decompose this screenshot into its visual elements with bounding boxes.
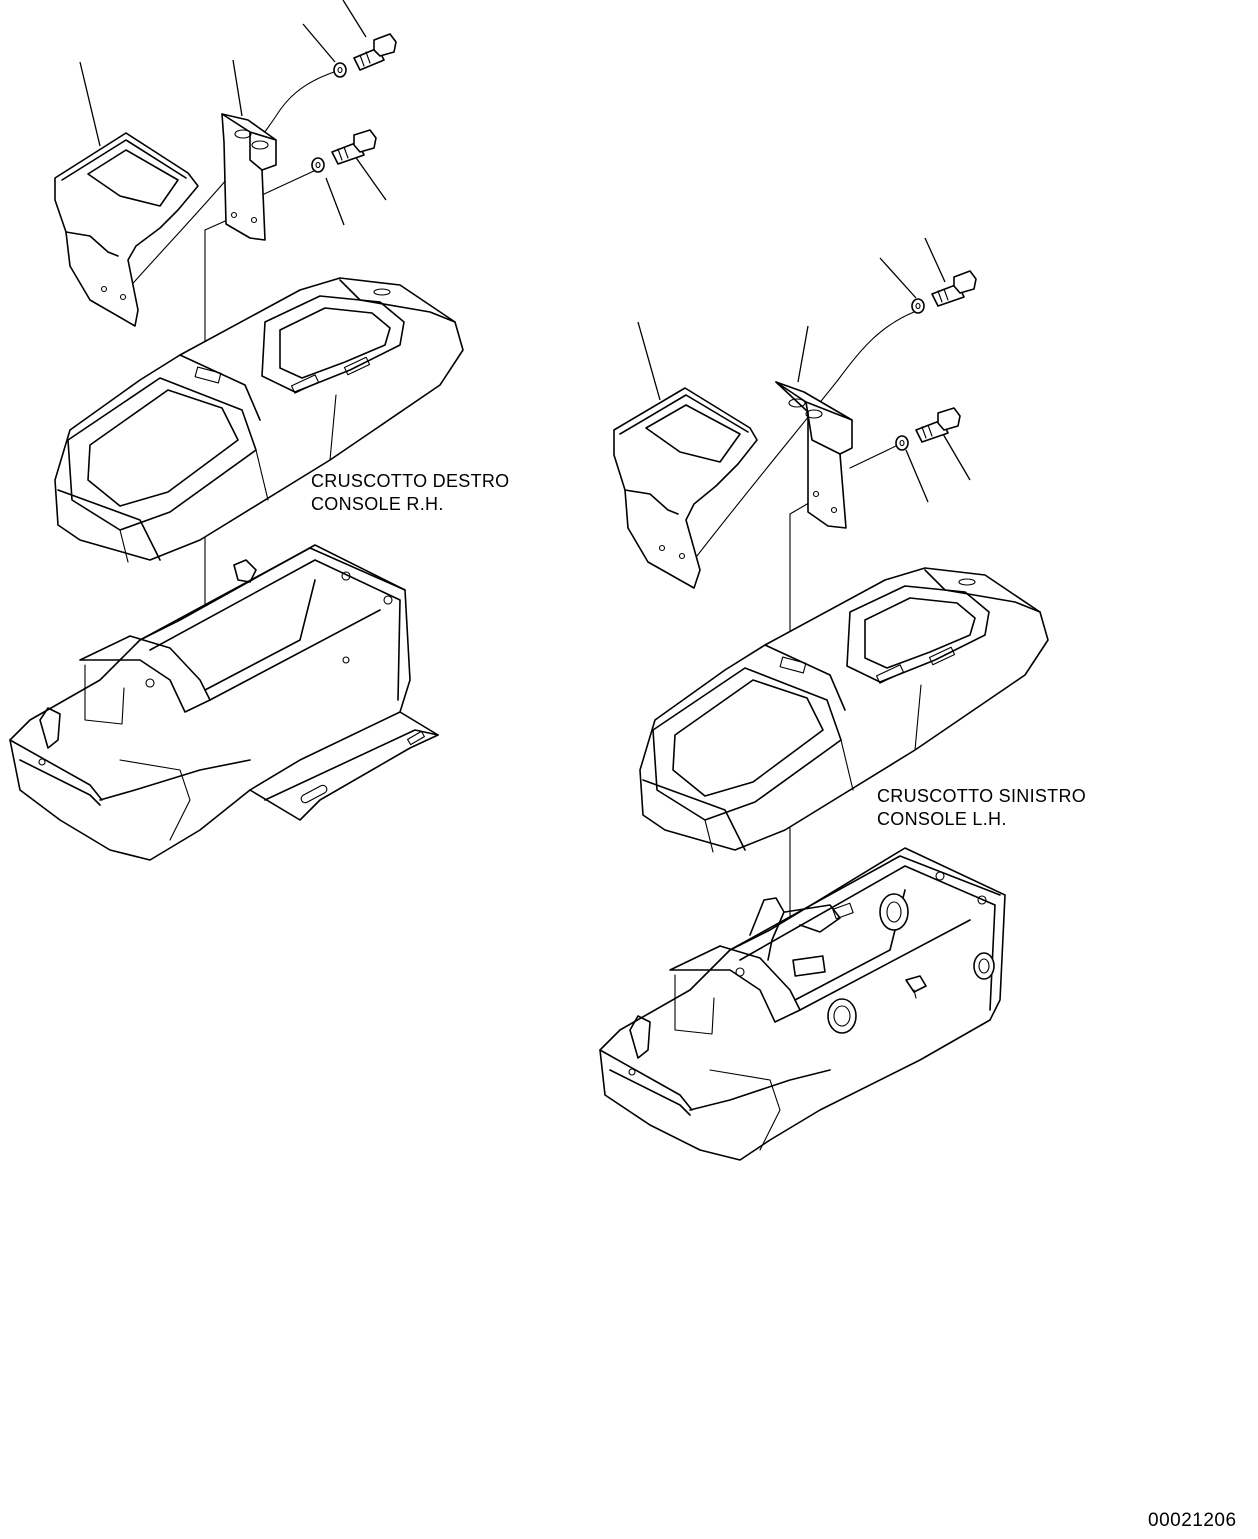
rh-console-lower-base — [9, 544, 439, 861]
lh-fasteners — [895, 270, 977, 451]
rh-mounting-bracket — [221, 113, 277, 241]
rh-console-assembly — [9, 0, 464, 861]
lh-cover-cap — [613, 387, 758, 589]
lh-console-lower-base — [599, 847, 1006, 1161]
rh-fasteners — [311, 33, 397, 173]
rh-console-label: CRUSCOTTO DESTRO CONSOLE R.H. — [311, 470, 509, 516]
drawing-number: 00021206 — [1148, 1510, 1237, 1531]
rh-console-upper-shell — [54, 277, 464, 563]
lh-console-upper-shell — [639, 567, 1049, 853]
lh-console-assembly — [599, 237, 1049, 1161]
lh-mounting-bracket — [775, 381, 853, 529]
lh-console-label-en: CONSOLE L.H. — [877, 809, 1007, 829]
lh-console-label-it: CRUSCOTTO SINISTRO — [877, 786, 1087, 806]
lh-console-label: CRUSCOTTO SINISTRO CONSOLE L.H. — [877, 785, 1086, 831]
rh-console-label-it: CRUSCOTTO DESTRO — [311, 471, 510, 491]
rh-console-label-en: CONSOLE R.H. — [311, 494, 444, 514]
rh-cover-cap — [54, 132, 199, 327]
